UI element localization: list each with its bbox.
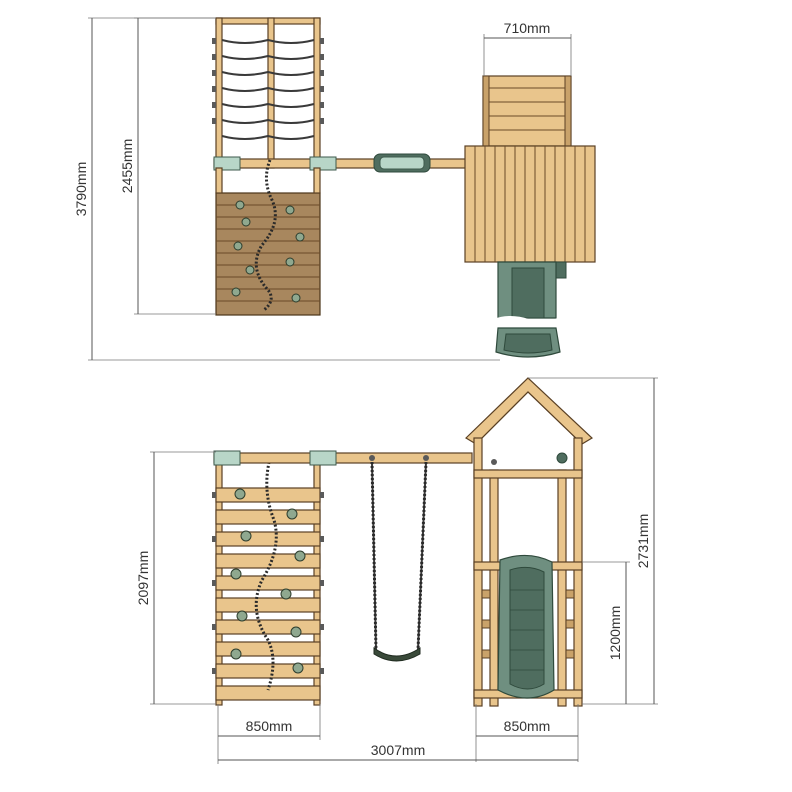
top-net-rungs bbox=[221, 38, 315, 140]
top-climbing-wall bbox=[215, 159, 321, 316]
dim-2097-label: 2097mm bbox=[135, 551, 151, 605]
dim-710-label: 710mm bbox=[504, 20, 551, 36]
top-climbing-frame bbox=[212, 17, 324, 169]
front-slide bbox=[497, 554, 555, 699]
top-roof-planks bbox=[474, 146, 586, 262]
top-tower bbox=[464, 75, 596, 279]
dim-850-tower: 850mm bbox=[475, 704, 579, 762]
dim-2731: 2731mm bbox=[528, 377, 658, 705]
front-slide-ribs bbox=[510, 589, 544, 671]
dim-850-tower-label: 850mm bbox=[504, 718, 551, 734]
dim-1200-label: 1200mm bbox=[607, 606, 623, 660]
top-slide bbox=[492, 261, 562, 358]
dim-1200: 1200mm bbox=[582, 561, 630, 704]
dim-3790: 3790mm bbox=[73, 17, 500, 361]
dim-850-wall: 850mm bbox=[217, 704, 321, 740]
front-swing bbox=[370, 461, 428, 662]
dim-3007: 3007mm bbox=[217, 740, 578, 764]
top-climbing-holds bbox=[231, 200, 305, 303]
dim-2455-label: 2455mm bbox=[119, 139, 135, 193]
front-swing-beam bbox=[213, 450, 473, 466]
dim-710: 710mm bbox=[483, 20, 572, 76]
dim-2455: 2455mm bbox=[119, 17, 216, 315]
front-climbing-holds bbox=[230, 488, 306, 674]
front-wall-planks bbox=[215, 487, 321, 701]
top-swing-beam bbox=[213, 153, 467, 173]
top-net-bolts bbox=[212, 38, 324, 124]
front-view: 2097mm 2731mm 1200mm 850mm 850mm bbox=[135, 377, 658, 764]
dim-2097: 2097mm bbox=[135, 451, 216, 705]
dim-3790-label: 3790mm bbox=[73, 162, 89, 216]
dim-2731-label: 2731mm bbox=[635, 514, 651, 568]
dim-3007-label: 3007mm bbox=[371, 742, 425, 758]
dim-850-wall-label: 850mm bbox=[246, 718, 293, 734]
front-wall-bolts bbox=[212, 492, 324, 674]
top-view: 710mm 3790mm 2455mm bbox=[73, 17, 596, 361]
front-climbing-wall bbox=[212, 454, 324, 706]
